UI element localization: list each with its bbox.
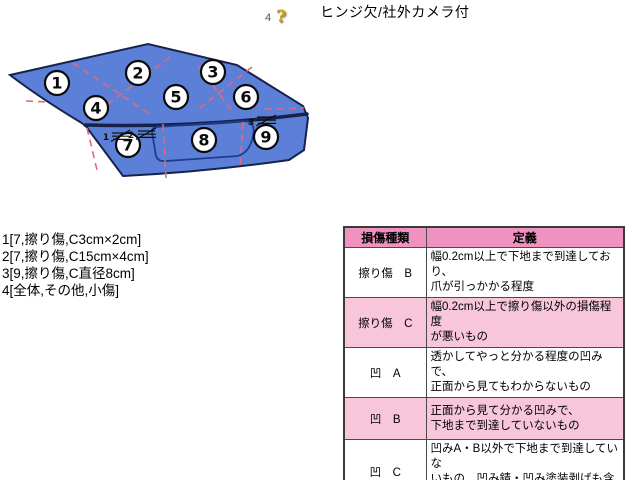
zone-marker-8: 8 <box>190 126 218 154</box>
damage-entry-1: 1[7,擦り傷,C3cm×2cm] <box>2 232 142 247</box>
zone-marker-6: 6 <box>232 83 260 111</box>
table-row: 凹 B 正面から見て分かる凹みで、 下地まで到達していないもの <box>343 397 625 440</box>
svg-text:7: 7 <box>122 136 133 155</box>
zone-marker-9: 9 <box>252 123 280 151</box>
table-header-row: 損傷種類 定義 <box>343 226 625 248</box>
damage-mark-3: 3 <box>248 114 277 128</box>
damage-type-cell: 擦り傷 B <box>343 247 427 298</box>
table-row: 凹 C 凹みA・B以外で下地まで到達していな いもの 凹み錆・凹み塗装剥げも含む <box>343 439 625 480</box>
definition-cell: 幅0.2cm以上で擦り傷以外の損傷程度 が悪いもの <box>425 297 625 348</box>
question-mark-icon: ? <box>276 7 287 27</box>
svg-text:2: 2 <box>128 131 134 141</box>
zone-divider-dashed <box>72 62 149 114</box>
damage-type-cell: 凹 C <box>343 439 427 480</box>
zone-marker-3: 3 <box>199 58 227 86</box>
zone-marker-2: 2 <box>124 59 152 87</box>
table-row: 擦り傷 B 幅0.2cm以上で下地まで到達しており、 爪が引っかかる程度 <box>343 247 625 298</box>
zone-divider-dashed <box>264 107 305 110</box>
svg-text:6: 6 <box>240 88 251 107</box>
zone-divider-dashed <box>82 56 171 124</box>
trunk-damage-diagram: 1 2 3 4 5 6 7 8 9 1 <box>7 42 310 179</box>
damage-mark-1: 1 <box>103 129 131 143</box>
svg-text:4: 4 <box>90 99 101 118</box>
definition-cell: 透かしてやっと分かる程度の凹みで、 正面から見てもわからないもの <box>425 347 625 398</box>
zone-marker-4: 4 <box>82 94 110 122</box>
definition-cell: 凹みA・B以外で下地まで到達していな いもの 凹み錆・凹み塗装剥げも含む <box>425 439 625 480</box>
svg-text:9: 9 <box>260 128 271 147</box>
svg-text:8: 8 <box>198 131 209 150</box>
svg-text:1: 1 <box>51 74 62 93</box>
column-header-definition: 定義 <box>425 226 625 248</box>
damage-type-cell: 擦り傷 C <box>343 297 427 348</box>
svg-text:5: 5 <box>170 88 181 107</box>
zone-divider-dashed <box>162 123 167 179</box>
definition-cell: 幅0.2cm以上で下地まで到達しており、 爪が引っかかる程度 <box>425 247 625 298</box>
overall-damage-number: 4 <box>265 12 272 24</box>
page-title: ヒンジ欠/社外カメラ付 <box>320 4 470 20</box>
svg-text:2: 2 <box>132 64 143 83</box>
column-header-type: 損傷種類 <box>343 226 427 248</box>
damage-mark-2: 2 <box>128 127 157 141</box>
damage-entry-4: 4[全体,その他,小傷] <box>2 283 120 298</box>
overall-damage-marker: 4 ? <box>265 9 286 26</box>
damage-entry-2: 2[7,擦り傷,C15cm×4cm] <box>2 249 149 264</box>
svg-text:3: 3 <box>248 118 254 128</box>
damage-definition-table: 損傷種類 定義 擦り傷 B 幅0.2cm以上で下地まで到達しており、 爪が引っか… <box>343 226 625 480</box>
damage-type-cell: 凹 B <box>343 397 427 440</box>
svg-text:1: 1 <box>103 133 109 143</box>
damage-list: 1[7,擦り傷,C3cm×2cm] 2[7,擦り傷,C15cm×4cm] 3[9… <box>2 231 149 299</box>
zone-divider-dashed <box>239 121 244 171</box>
zone-divider-dashed <box>197 65 234 113</box>
table-row: 擦り傷 C 幅0.2cm以上で擦り傷以外の損傷程度 が悪いもの <box>343 297 625 348</box>
damage-entry-3: 3[9,擦り傷,C直径8cm] <box>2 266 135 281</box>
table-row: 凹 A 透かしてやっと分かる程度の凹みで、 正面から見てもわからないもの <box>343 347 625 398</box>
svg-text:3: 3 <box>207 63 218 82</box>
zone-divider-dashed <box>25 100 49 103</box>
damage-type-cell: 凹 A <box>343 347 427 398</box>
definition-cell: 正面から見て分かる凹みで、 下地まで到達していないもの <box>425 397 625 440</box>
zone-marker-5: 5 <box>162 83 190 111</box>
trunk-panel-shape <box>7 42 310 178</box>
zone-marker-1: 1 <box>43 69 71 97</box>
